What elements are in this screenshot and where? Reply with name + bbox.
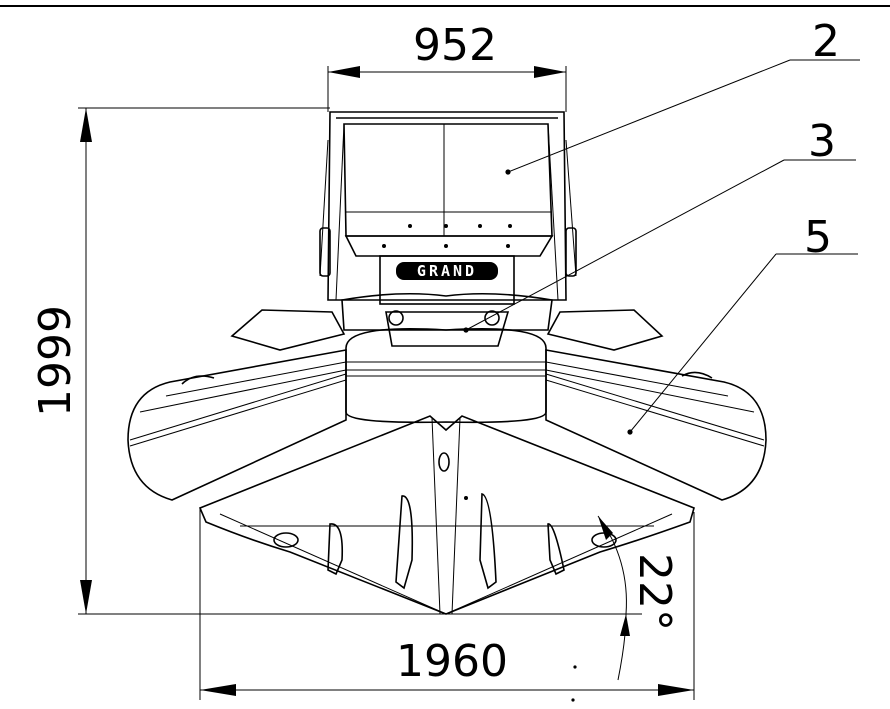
port-deck: [230, 309, 346, 351]
inflatable-tube: [127, 328, 767, 501]
seat-deck: [341, 292, 553, 347]
callout-3-label: 3: [808, 116, 836, 167]
callout-5: 5: [627, 212, 858, 435]
callout-2-label: 2: [812, 16, 840, 67]
dimension-bottom-width: 1960: [199, 508, 695, 700]
boat-body: GRAND: [127, 111, 767, 615]
dimension-bottom-width-label: 1960: [396, 636, 508, 687]
dimension-top-width-label: 952: [413, 20, 497, 71]
dimension-angle: 22°: [440, 515, 680, 702]
callout-2: 2: [505, 16, 860, 175]
dimension-height: 1999: [30, 107, 440, 615]
starboard-deck: [546, 309, 664, 351]
dimension-height-label: 1999: [30, 305, 81, 417]
brand-logo-panel: GRAND: [344, 235, 554, 305]
hull: [198, 415, 695, 615]
dimension-top-width: 952: [327, 20, 567, 112]
callout-5-label: 5: [804, 212, 832, 263]
dimension-angle-label: 22°: [629, 553, 680, 631]
brand-logo: GRAND: [417, 262, 477, 280]
callout-3: 3: [463, 116, 856, 333]
